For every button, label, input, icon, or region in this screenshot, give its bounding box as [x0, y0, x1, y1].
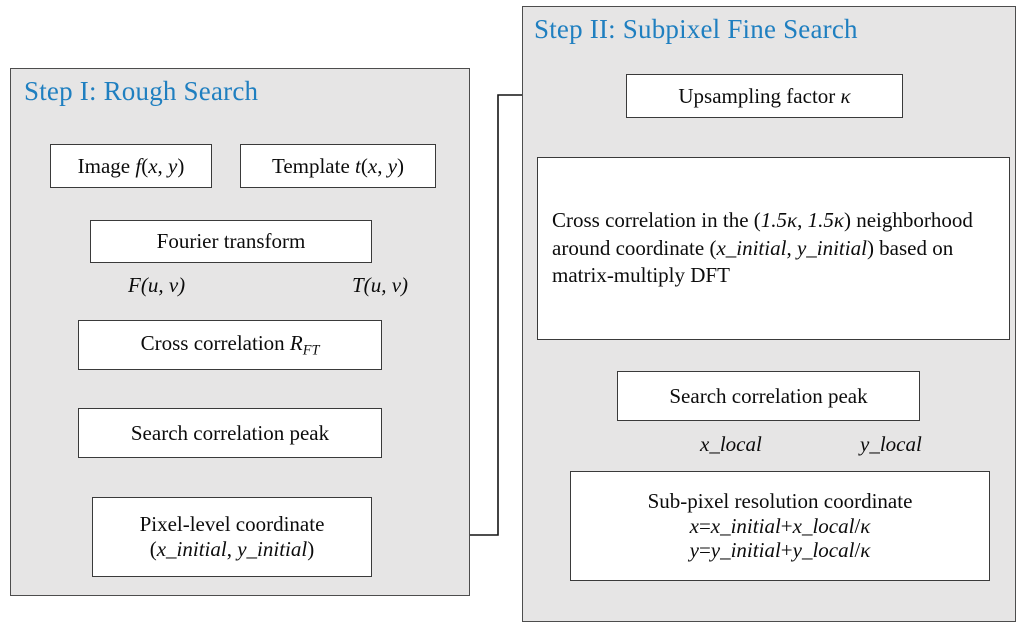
node-search-correlation-peak: Search correlation peak	[78, 408, 382, 458]
node-upsampling-factor: Upsampling factor κ	[626, 74, 903, 118]
node-subpixel-resolution-coordinate-text: Sub-pixel resolution coordinate x=x_init…	[648, 489, 913, 563]
node-template-label: Template t(x, y)	[271, 153, 405, 178]
node-pixel-level-coordinate-text: Pixel-level coordinate (x_initial, y_ini…	[140, 512, 325, 562]
edge-label-T-uv: T(u, v)	[352, 273, 409, 297]
node-cross-correlation-neighborhood-text: Cross correlation in the (1.5κ, 1.5κ) ne…	[552, 207, 973, 288]
node-cross-correlation-label: Cross correlation RFT	[140, 330, 320, 359]
edge-label-y-local: y_local	[860, 432, 922, 456]
node-image-label: Image f(x, y)	[77, 153, 185, 178]
edge-label-F-uv: F(u, v)	[128, 273, 186, 297]
panel-step-2-title: Step II: Subpixel Fine Search	[534, 14, 858, 44]
node-pixel-level-coordinate-line-2: (x_initial, y_initial)	[149, 537, 315, 561]
node-search-correlation-peak-fine-label: Search correlation peak	[669, 383, 868, 408]
node-search-correlation-peak-label: Search correlation peak	[130, 420, 330, 445]
node-pixel-level-coordinate-line-1: Pixel-level coordinate	[139, 512, 325, 537]
node-cross-correlation: Cross correlation RFT	[78, 320, 382, 370]
node-image: Image f(x, y)	[50, 144, 212, 188]
node-subpixel-resolution-coordinate: Sub-pixel resolution coordinate x=x_init…	[570, 471, 990, 581]
node-template: Template t(x, y)	[240, 144, 436, 188]
node-fourier-transform: Fourier transform	[90, 220, 372, 263]
edge-label-x-local: x_local	[700, 432, 762, 456]
node-subpixel-line-2: x=x_initial+x_local/κ	[689, 513, 871, 538]
node-upsampling-factor-label: Upsampling factor κ	[678, 83, 851, 108]
node-subpixel-line-3: y=y_initial+y_local/κ	[689, 538, 871, 563]
node-fourier-transform-label: Fourier transform	[156, 229, 306, 254]
node-cross-correlation-neighborhood: Cross correlation in the (1.5κ, 1.5κ) ne…	[537, 157, 1010, 340]
node-pixel-level-coordinate: Pixel-level coordinate (x_initial, y_ini…	[92, 497, 372, 577]
node-subpixel-line-1: Sub-pixel resolution coordinate	[647, 488, 913, 513]
panel-step-1-title: Step I: Rough Search	[24, 76, 259, 106]
node-search-correlation-peak-fine: Search correlation peak	[617, 371, 920, 421]
